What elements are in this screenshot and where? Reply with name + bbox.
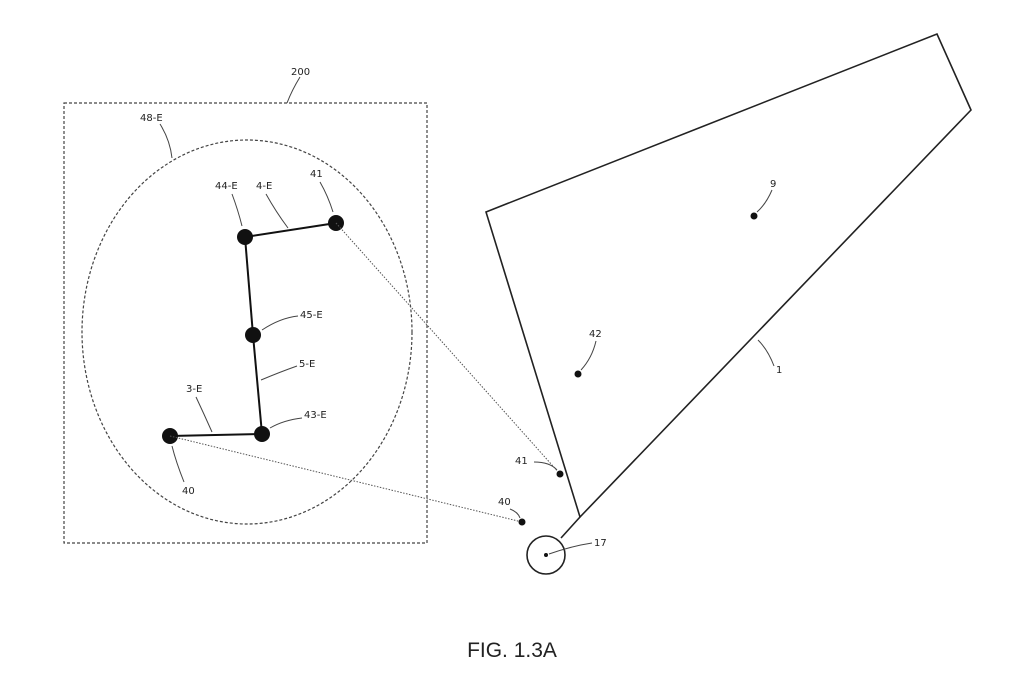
label-5e: 5-E (299, 359, 315, 370)
leader-9 (756, 189, 773, 213)
point-41-outer (556, 470, 564, 478)
joint-stem (560, 516, 581, 539)
label-9: 9 (770, 179, 776, 190)
leader-40-outer (509, 508, 521, 519)
leader-1 (757, 339, 775, 367)
label-41-outer: 41 (515, 456, 528, 467)
label-40-inner: 40 (182, 486, 195, 497)
label-44e: 44-E (215, 181, 238, 192)
leader-45e (261, 315, 299, 331)
link-5e-lower (252, 334, 263, 435)
node-45e (245, 327, 261, 343)
joint-center-17 (544, 553, 548, 557)
leader-48e (159, 123, 173, 159)
label-42: 42 (589, 329, 602, 340)
link-4e (244, 222, 337, 238)
label-48e: 48-E (140, 113, 163, 124)
leader-41-inner (319, 181, 334, 213)
point-40-outer (518, 518, 526, 526)
leader-200 (286, 76, 301, 104)
projection-40 (169, 435, 523, 523)
label-3e: 3-E (186, 384, 202, 395)
point-9 (750, 212, 758, 220)
node-43e (254, 426, 270, 442)
label-43e: 43-E (304, 410, 327, 421)
leader-44e (231, 193, 243, 227)
leader-3e (195, 396, 213, 433)
leader-42 (580, 340, 597, 371)
dashed-ellipse-48e (81, 139, 413, 525)
body-1-outline (485, 32, 972, 519)
link-3e (169, 433, 263, 437)
label-45e: 45-E (300, 310, 323, 321)
joint-circle-17 (526, 535, 566, 575)
dashed-box-200 (63, 102, 428, 544)
figure-caption: FIG. 1.3A (467, 639, 557, 662)
projection-41 (335, 222, 561, 475)
leader-5e (260, 365, 298, 381)
leader-17 (548, 542, 593, 555)
label-40-outer: 40 (498, 497, 511, 508)
label-200: 200 (291, 67, 310, 78)
leader-4e (265, 193, 289, 229)
label-17: 17 (594, 538, 607, 549)
node-44e (237, 229, 253, 245)
link-5e-upper (244, 236, 254, 336)
label-4e: 4-E (256, 181, 272, 192)
leader-41-outer (533, 461, 558, 471)
label-41-inner: 41 (310, 169, 323, 180)
point-42 (574, 370, 582, 378)
leader-43e (269, 417, 303, 429)
label-1: 1 (776, 365, 782, 376)
leader-40-inner (171, 445, 185, 483)
